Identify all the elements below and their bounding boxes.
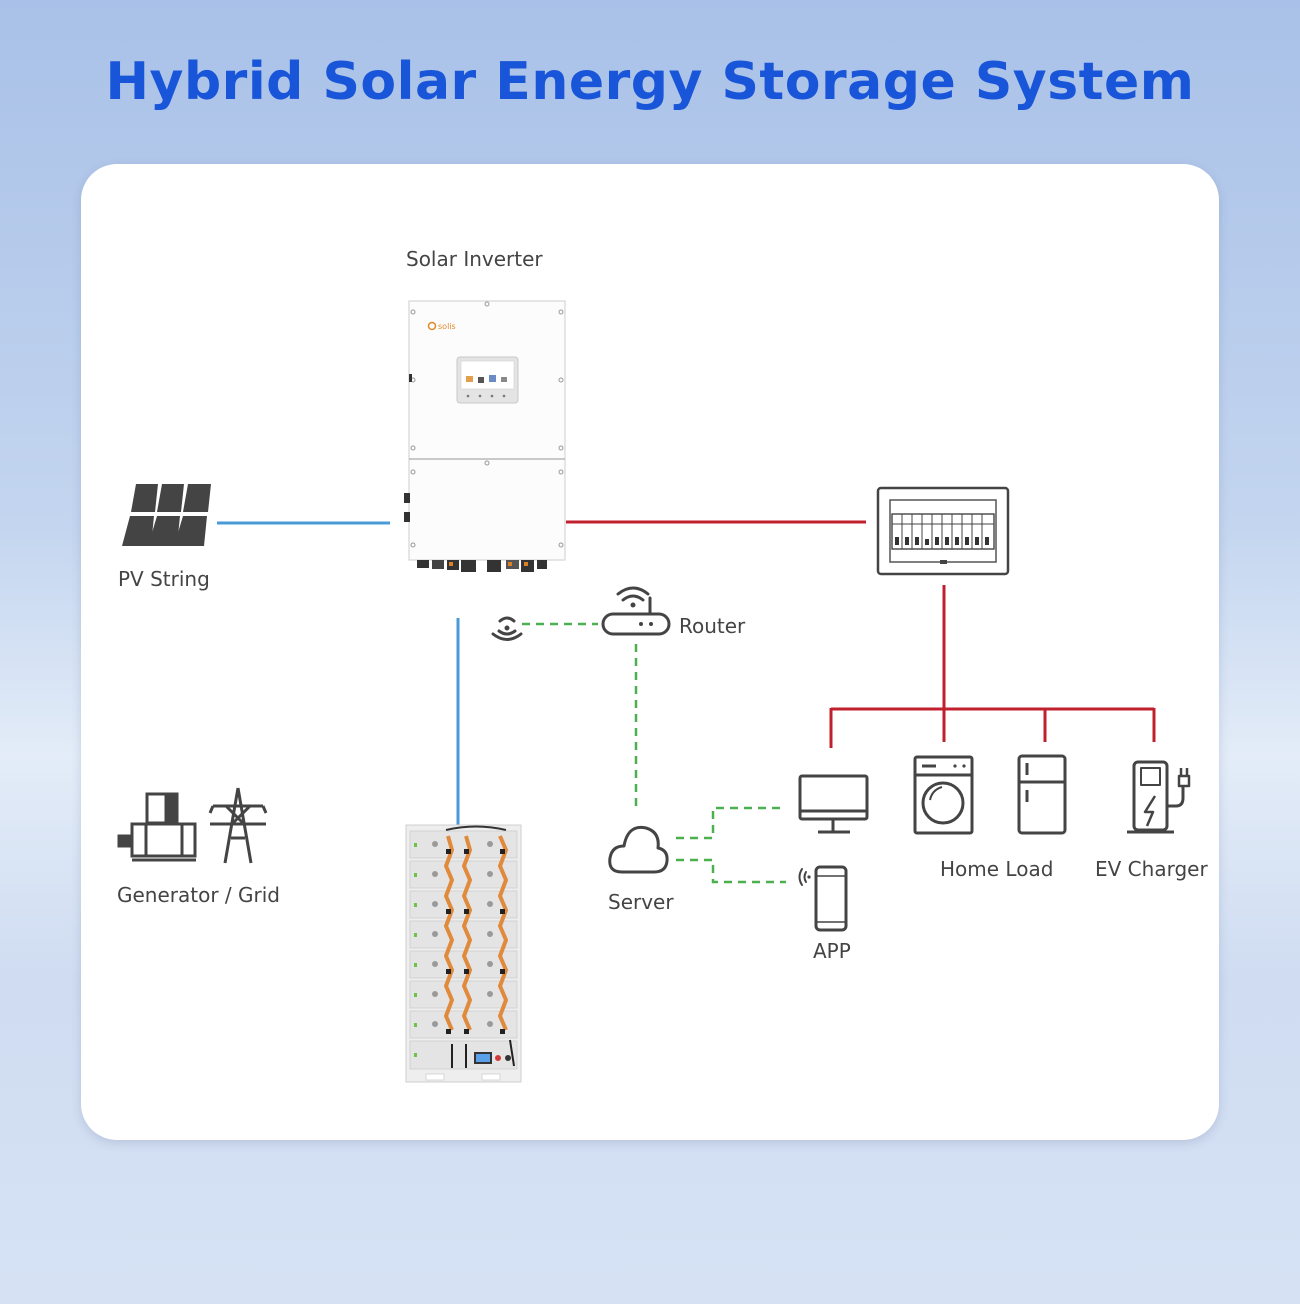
battery-controller-icon <box>451 1039 515 1068</box>
cloud-server-icon <box>608 825 669 874</box>
distribution-panel-icon <box>876 486 1010 576</box>
phone-signal-icon <box>798 868 811 886</box>
generator-icon <box>117 792 197 862</box>
dc-lines <box>217 521 460 826</box>
generator-grid-label: Generator / Grid <box>117 883 280 907</box>
solar-inverter-label: Solar Inverter <box>406 247 543 271</box>
router-label: Router <box>679 614 746 638</box>
transmission-tower-icon <box>208 787 268 864</box>
washing-machine-icon <box>913 755 974 835</box>
battery-stack-icon <box>405 824 522 1083</box>
ac-lines <box>566 520 1156 748</box>
wifi-signal-icon <box>491 616 523 641</box>
refrigerator-icon <box>1017 754 1067 835</box>
solis-logo-icon <box>427 321 437 331</box>
server-to-app-line <box>676 858 786 884</box>
smartphone-icon <box>814 865 848 932</box>
page-title: Hybrid Solar Energy Storage System <box>105 52 1195 112</box>
server-to-monitor-line <box>676 806 786 840</box>
inverter-brand: solis <box>438 322 456 331</box>
ev-charger-icon <box>1127 760 1191 834</box>
inverter-screen-icon <box>456 356 519 404</box>
app-label: APP <box>813 939 851 963</box>
server-label: Server <box>608 890 674 914</box>
solar-panel-icon <box>122 484 211 546</box>
comm-lines <box>522 622 786 884</box>
battery-busbars <box>444 835 508 1031</box>
ev-charger-label: EV Charger <box>1095 857 1208 881</box>
monitor-icon <box>798 774 869 834</box>
router-icon <box>601 586 671 636</box>
solar-inverter-icon: solis <box>404 300 566 572</box>
diagram-card <box>81 164 1219 1140</box>
pv-string-label: PV String <box>118 567 210 591</box>
home-load-label: Home Load <box>940 857 1054 881</box>
